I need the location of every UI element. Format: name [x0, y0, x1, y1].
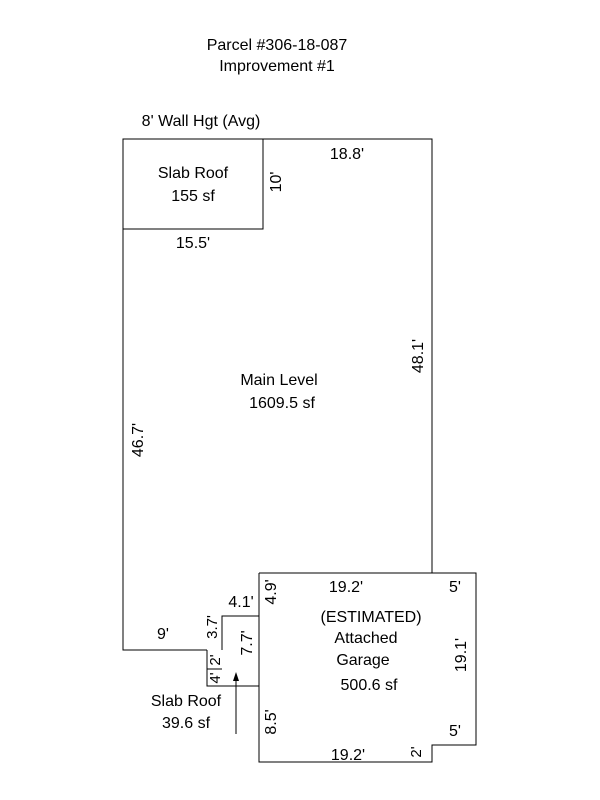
dim-slab-side: 10' [268, 172, 285, 193]
dim-main-left: 46.7' [130, 423, 147, 457]
slab-roof-small-name: Slab Roof [151, 693, 222, 710]
wall-height-label: 8' Wall Hgt (Avg) [142, 113, 261, 130]
dim-notch-4: 4' [207, 672, 224, 683]
slab-roof-small-area: 39.6 sf [162, 715, 211, 732]
dim-notch-7-7: 7.7' [239, 630, 256, 655]
notch-inner-wall [221, 615, 259, 650]
dim-notch-4-9: 4.9' [263, 579, 280, 604]
dim-garage-top-right: 5' [449, 579, 461, 596]
dim-notch-3-7: 3.7' [204, 615, 221, 639]
slab-roof-top-area: 155 sf [171, 188, 215, 205]
garage-status: (ESTIMATED) [320, 609, 421, 626]
dim-garage-top: 19.2' [329, 579, 363, 596]
dim-slab-bottom: 15.5' [176, 235, 210, 252]
improvement-number: Improvement #1 [219, 58, 335, 75]
dim-notch-2: 2' [207, 654, 224, 665]
garage-name-line1: Attached [334, 630, 397, 647]
dim-notch-4-1: 4.1' [228, 594, 253, 611]
dim-garage-corner: 2' [408, 746, 425, 757]
slab-roof-top-name: Slab Roof [158, 165, 229, 182]
dim-garage-left-bottom: 8.5' [263, 709, 280, 734]
dim-garage-bottom-right: 5' [449, 723, 461, 740]
garage-name-line2: Garage [336, 652, 389, 669]
garage-area: 500.6 sf [341, 677, 398, 694]
main-level-area: 1609.5 sf [249, 395, 315, 412]
slab-roof-small-outline [206, 650, 259, 687]
dim-main-right: 48.1' [410, 339, 427, 373]
main-level-name: Main Level [240, 372, 317, 389]
main-level-outline [122, 138, 433, 651]
slab-roof-top-outline [123, 139, 264, 230]
parcel-number: Parcel #306-18-087 [207, 37, 348, 54]
arrow-head-icon [233, 672, 239, 681]
dim-garage-bottom: 19.2' [331, 747, 365, 764]
dim-garage-right: 19.1' [453, 638, 470, 672]
garage-outline [258, 572, 477, 763]
dim-main-bottom: 9' [157, 626, 169, 643]
dim-main-top: 18.8' [330, 146, 364, 163]
